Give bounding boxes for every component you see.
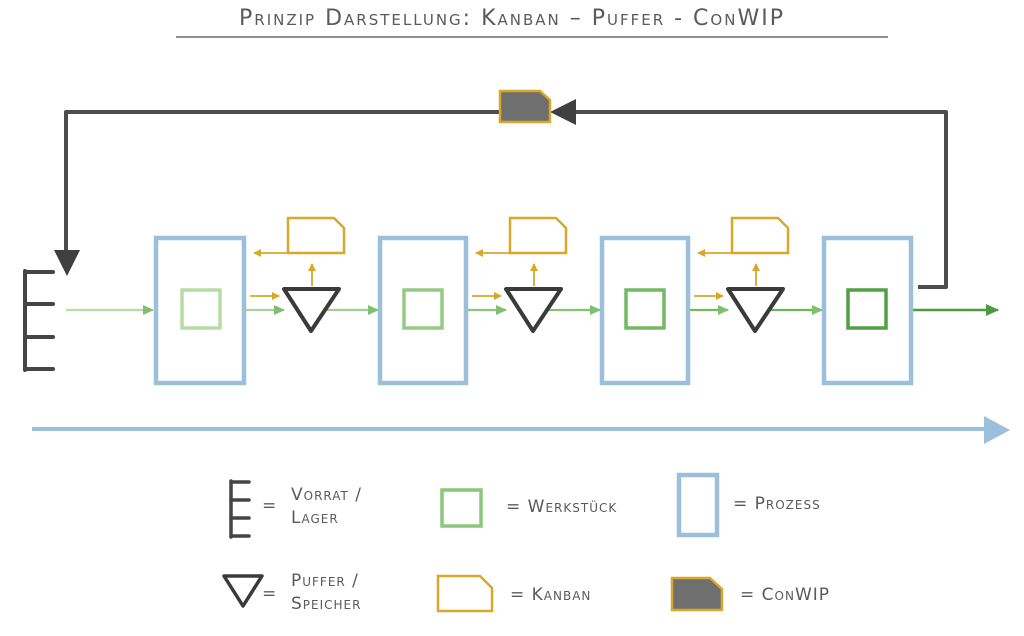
buffer-1 [282, 287, 341, 333]
legend-vorrat-label-line1: Vorrat / [291, 485, 363, 505]
legend-conwip-label: = ConWIP [740, 585, 831, 605]
buffer-2 [504, 287, 563, 333]
kanban-cards [286, 216, 790, 255]
conwip-loop-arrowhead-down [54, 250, 80, 276]
legend-werkstueck-icon [440, 488, 483, 528]
process-2 [377, 235, 469, 386]
legend-puffer-label-line2: Speicher [291, 594, 362, 614]
legend-prozess-label: = Prozess [733, 494, 821, 514]
legend-werkstueck-label: = Werkstück [506, 497, 618, 517]
workpiece-4 [846, 288, 888, 330]
buffer-3 [726, 287, 785, 333]
process-3 [599, 235, 691, 386]
legend-conwip-icon [670, 576, 724, 612]
kanban-loops [250, 249, 760, 300]
legend-puffer-eq: = [262, 584, 278, 604]
workpiece-3 [624, 288, 666, 330]
conwip-card [498, 89, 552, 124]
workpiece-2 [402, 288, 444, 330]
kanban-card-2 [508, 216, 568, 255]
kanban-card-1 [286, 216, 346, 255]
process-boxes [153, 235, 914, 386]
legend-kanban-icon [436, 574, 494, 613]
legend-puffer-label-line1: Puffer / [291, 571, 359, 591]
kanban-card-3 [730, 216, 790, 255]
legend-vorrat-label-line2: Lager [291, 508, 339, 528]
flow-direction-arrowhead [984, 416, 1010, 444]
legend-vorrat-eq: = [262, 496, 278, 516]
buffers [282, 287, 785, 333]
legend-vorrat-icon [229, 479, 251, 539]
vorrat-lager-icon [23, 269, 55, 372]
legend-puffer-icon [222, 574, 264, 608]
process-4 [821, 235, 914, 386]
legend-kanban-label: = Kanban [510, 585, 592, 605]
title-underline [176, 36, 888, 38]
diagram-title: Prinzip Darstellung: Kanban – Puffer - C… [239, 6, 785, 31]
process-1 [153, 235, 247, 386]
conwip-loop-line [64, 110, 948, 289]
legend-prozess-icon [676, 472, 720, 538]
workpiece-1 [180, 288, 222, 330]
conwip-loop-arrowhead-left [550, 99, 576, 125]
